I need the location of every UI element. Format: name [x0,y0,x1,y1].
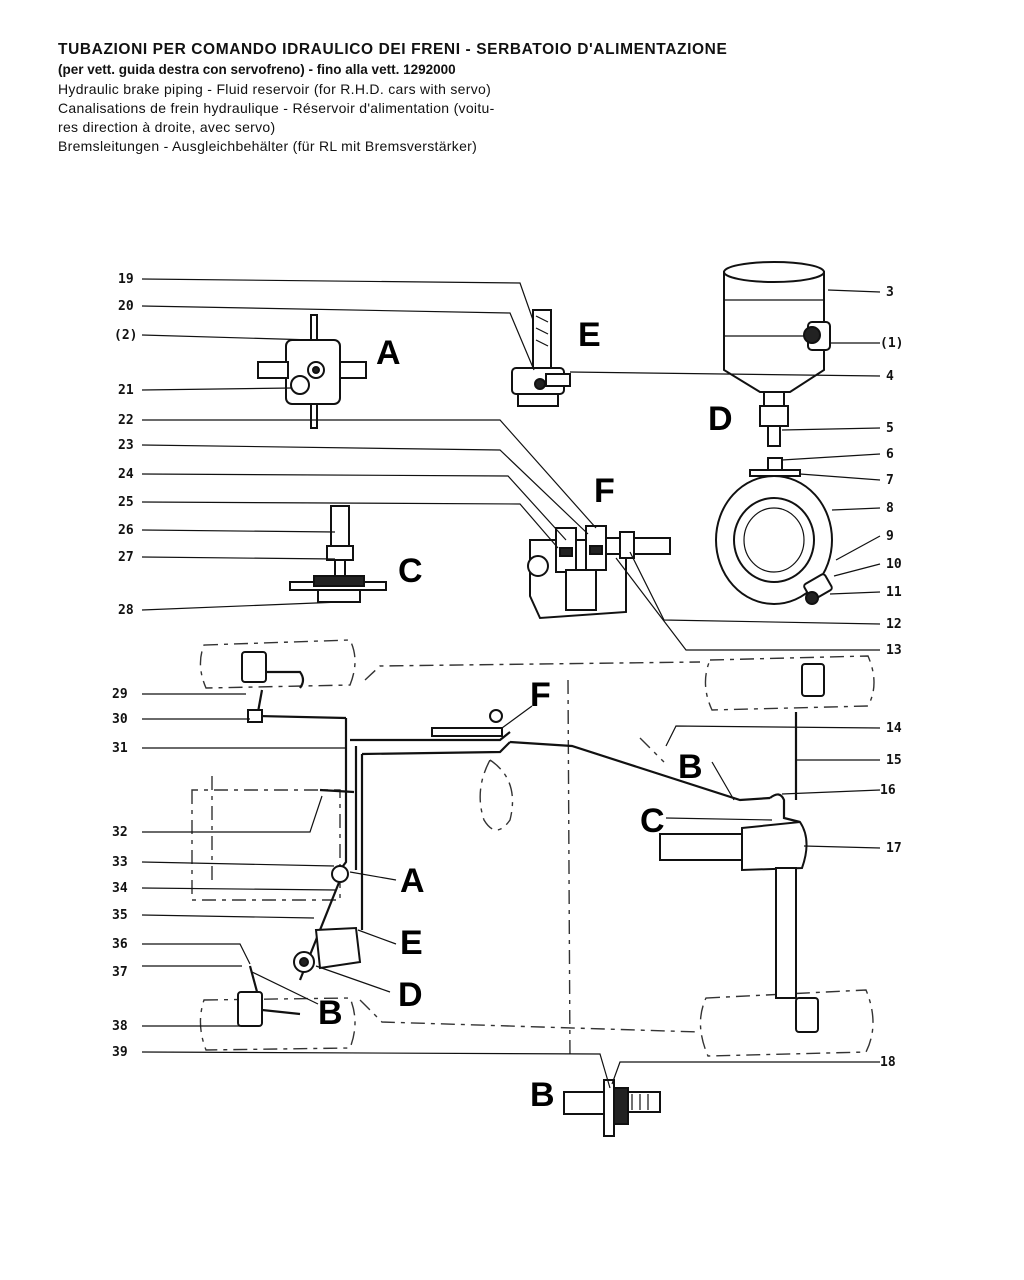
letter-d-detail: D [708,400,733,438]
detail-c-fitting [289,505,387,603]
label-35: 35 [112,908,128,923]
letter-e-detail: E [578,316,601,354]
title-italian-sub: (per vett. guida destra con servofreno) … [58,62,456,77]
label-3: 3 [886,285,894,300]
label-20: 20 [118,299,134,314]
letter-b-locator-right: B [678,748,703,786]
label-28: 28 [118,603,134,618]
label-26: 26 [118,523,134,538]
label-18: 18 [880,1055,896,1070]
detail-d-reservoir [715,261,833,605]
label-12: 12 [886,617,902,632]
title-french-1: Canalisations de frein hydraulique - Rés… [58,100,495,116]
title-french-2: res direction à droite, avec servo) [58,119,276,135]
label-38: 38 [112,1019,128,1034]
label-21: 21 [118,383,134,398]
label-25: 25 [118,495,134,510]
letter-e-locator: E [400,924,423,962]
label-39: 39 [112,1045,128,1060]
letter-b-detail: B [530,1076,555,1114]
label-34: 34 [112,881,128,896]
detail-e-fitting [511,309,571,407]
label-13: 13 [886,643,902,658]
label-24: 24 [118,467,134,482]
label-19: 19 [118,272,134,287]
detail-f-junction [527,525,671,620]
leader-lines [141,278,881,1089]
label-30: 30 [112,712,128,727]
label-32: 32 [112,825,128,840]
label-36: 36 [112,937,128,952]
label-29: 29 [112,687,128,702]
detail-a-union [257,314,367,429]
detail-b-fitting [563,1079,661,1137]
title-block: TUBAZIONI PER COMANDO IDRAULICO DEI FREN… [58,40,978,156]
label-1: (1) [880,336,903,351]
label-14: 14 [886,721,902,736]
left-labels: 19 20 (2) 21 22 23 24 25 26 27 28 29 30 … [112,272,137,1060]
label-27: 27 [118,550,134,565]
label-9: 9 [886,529,894,544]
chassis-outline [191,639,875,1061]
label-11: 11 [886,585,902,600]
piping-layout [237,651,825,1033]
label-7: 7 [886,473,894,488]
letter-c-locator: C [640,802,665,840]
title-german: Bremsleitungen - Ausgleichbehälter (für … [58,138,478,154]
right-labels: 3 (1) 4 5 6 7 8 9 10 11 12 13 14 15 16 1… [880,285,903,1070]
label-6: 6 [886,447,894,462]
label-4: 4 [886,369,894,384]
letter-c-detail: C [398,552,423,590]
label-16: 16 [880,783,896,798]
label-15: 15 [886,753,902,768]
label-22: 22 [118,413,134,428]
detail-letters: A E D F C F B C A E D B B [318,316,733,1114]
label-31: 31 [112,741,128,756]
letter-a-detail: A [376,334,401,372]
label-2: (2) [114,328,137,343]
label-8: 8 [886,501,894,516]
label-5: 5 [886,421,894,436]
label-17: 17 [886,841,902,856]
label-23: 23 [118,438,134,453]
letter-f-locator: F [530,676,551,714]
letter-a-locator: A [400,862,425,900]
letter-b-locator-left: B [318,994,343,1032]
title-italian: TUBAZIONI PER COMANDO IDRAULICO DEI FREN… [58,41,728,58]
label-37: 37 [112,965,128,980]
label-33: 33 [112,855,128,870]
letter-d-locator: D [398,976,423,1014]
label-10: 10 [886,557,902,572]
title-english: Hydraulic brake piping - Fluid reservoir… [58,81,492,97]
letter-f-detail: F [594,472,615,510]
